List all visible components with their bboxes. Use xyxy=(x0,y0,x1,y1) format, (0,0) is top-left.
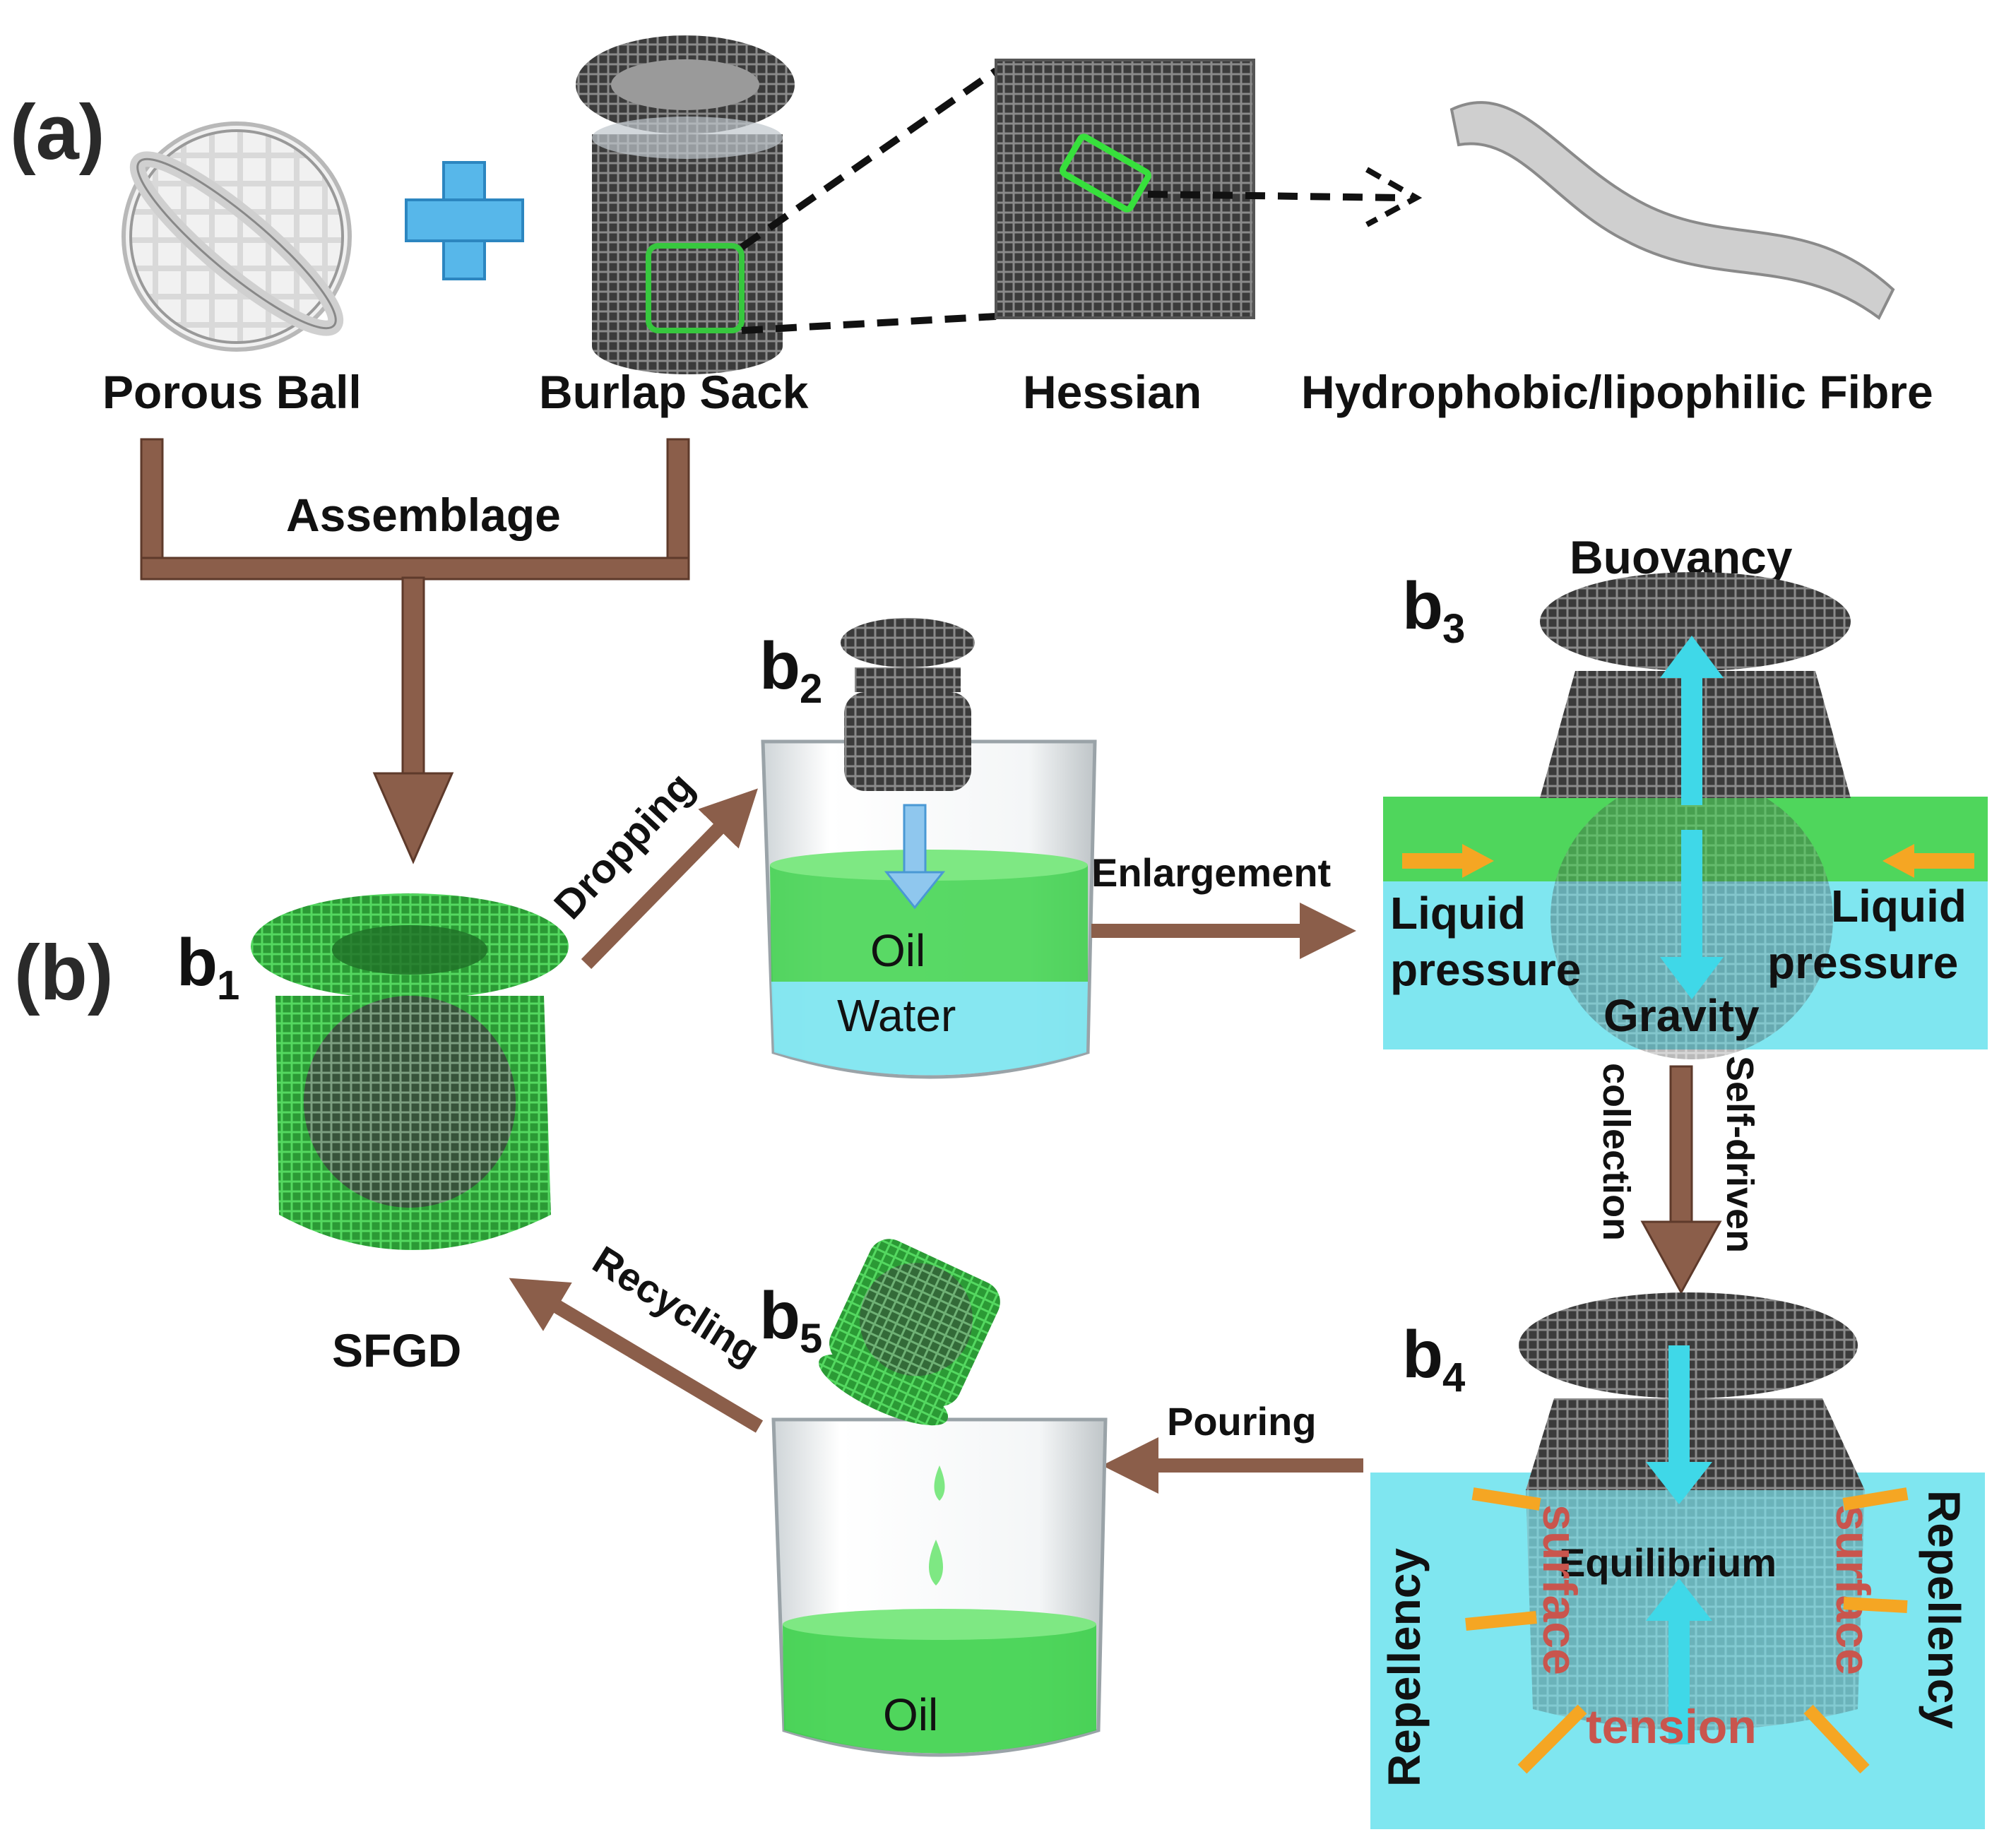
plus-icon xyxy=(405,161,524,280)
porous-ball-icon xyxy=(121,121,352,352)
fibre-dashed-arrow xyxy=(1147,191,1403,201)
assemblage-label: Assemblage xyxy=(286,489,561,541)
sfgd-caption: SFGD xyxy=(332,1324,461,1376)
b2-subscript: 2 xyxy=(800,666,822,712)
b3-liquid-right: Liquid xyxy=(1831,881,1967,932)
b2-oil-label: Oil xyxy=(870,925,925,976)
hessian-label: Hessian xyxy=(1023,366,1202,418)
b5-sfgd-device-icon xyxy=(819,1239,1000,1426)
b3-pressure-left: pressure xyxy=(1390,944,1581,995)
gravity-down-arrow xyxy=(1660,830,1724,999)
surface-right-label: surface xyxy=(1826,1504,1880,1675)
tension-label: tension xyxy=(1586,1700,1757,1754)
liquid-pressure-left-arrow xyxy=(1402,844,1494,878)
fibre-arrowhead xyxy=(1365,167,1423,227)
dropping-label: Dropping xyxy=(545,763,703,928)
b2-down-arrow xyxy=(884,804,946,910)
b3-pressure-right: pressure xyxy=(1767,937,1958,988)
repellency-arrows xyxy=(1465,1487,1909,1774)
b1-letter: b xyxy=(177,925,218,1000)
b4-letter: b xyxy=(1402,1317,1443,1392)
burlap-sack-label: Burlap Sack xyxy=(539,366,809,418)
zoom-line-top xyxy=(740,67,998,251)
repellency-left-label: Repellency xyxy=(1379,1548,1430,1787)
burlap-sack-icon xyxy=(576,35,795,374)
zoom-line-bottom xyxy=(741,313,997,334)
pouring-label: Pouring xyxy=(1167,1399,1317,1444)
b2-letter: b xyxy=(759,629,800,703)
b2-water-label: Water xyxy=(837,990,956,1041)
fibre-label: Hydrophobic/lipophilic Fibre xyxy=(1301,366,1933,418)
fibre-icon xyxy=(1449,101,1895,321)
b4-tension-up-arrow xyxy=(1646,1578,1712,1744)
dropping-arrow xyxy=(581,788,758,969)
b4-gravity-down-arrow xyxy=(1646,1345,1712,1504)
b5-beaker-icon xyxy=(771,1417,1108,1757)
b5-oil-label: Oil xyxy=(883,1689,938,1740)
oil-droplets-icon xyxy=(929,1465,945,1586)
assemblage-connector xyxy=(140,438,690,864)
sfgd-device-icon xyxy=(251,893,569,1250)
b4-subscript: 4 xyxy=(1442,1355,1465,1400)
self-driven-label: Self-driven xyxy=(1719,1056,1761,1253)
liquid-pressure-right-arrow xyxy=(1882,844,1974,878)
hessian-highlight-box xyxy=(1060,133,1151,213)
b3-letter: b xyxy=(1402,569,1443,643)
b5-letter: b xyxy=(759,1278,800,1353)
repellency-right-label: Repellency xyxy=(1919,1490,1969,1729)
b5-subscript: 5 xyxy=(800,1316,822,1362)
hessian-weave-icon xyxy=(995,59,1255,319)
self-driven-arrow xyxy=(1640,1065,1722,1295)
buoyancy-up-arrow xyxy=(1660,636,1724,805)
porous-ball-label: Porous Ball xyxy=(102,366,362,418)
collection-label: collection xyxy=(1595,1063,1637,1241)
equilibrium-label: Equilibrium xyxy=(1559,1540,1777,1585)
recycling-label: Recycling xyxy=(586,1237,768,1374)
b3-liquid-left: Liquid xyxy=(1390,888,1526,939)
b2-sfgd-device-icon xyxy=(841,618,975,791)
b2-beaker-icon xyxy=(761,739,1097,1079)
surface-left-label: surface xyxy=(1533,1504,1587,1675)
b1-subscript: 1 xyxy=(217,963,239,1009)
sack-highlight-box xyxy=(646,243,745,333)
enlargement-label: Enlargement xyxy=(1091,850,1331,895)
panel-a-label: (a) xyxy=(10,89,105,176)
panel-b-label: (b) xyxy=(14,929,113,1016)
b3-subscript: 3 xyxy=(1442,606,1465,652)
gravity-label: Gravity xyxy=(1603,990,1760,1041)
recycling-arrow xyxy=(509,1278,764,1433)
